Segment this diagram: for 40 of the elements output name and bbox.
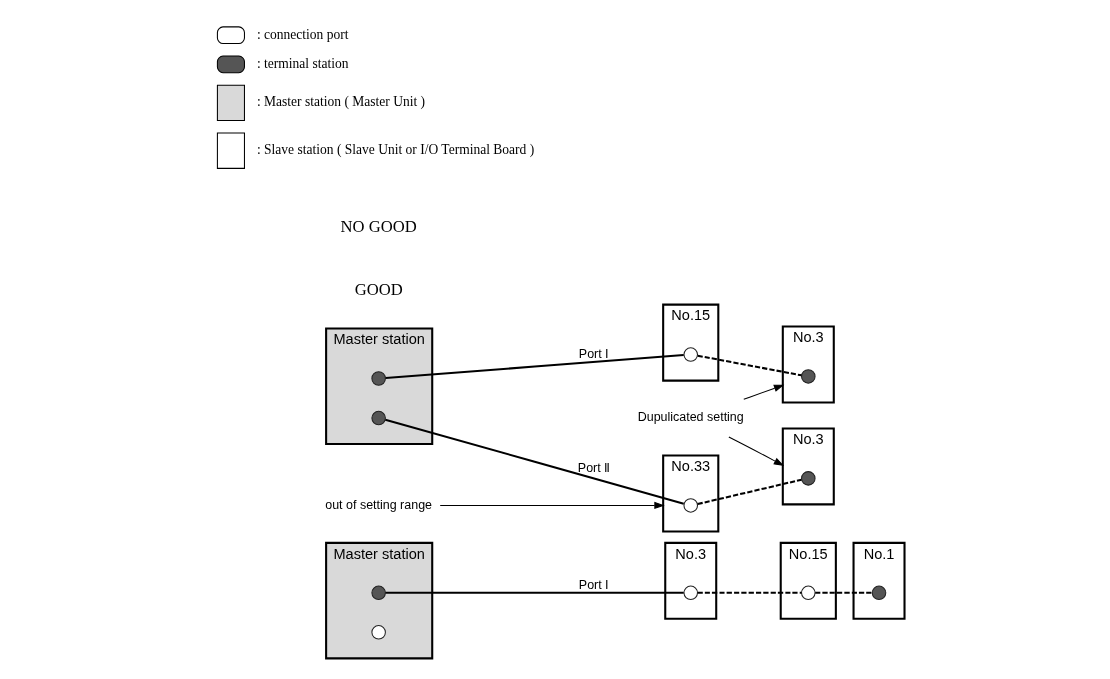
node-dot <box>370 371 386 386</box>
cluster: No.3 <box>781 325 835 404</box>
edge-label: Port Ⅰ <box>578 578 609 593</box>
node-circle <box>682 498 698 513</box>
arrow <box>742 384 784 400</box>
label: NO GOOD <box>340 216 417 236</box>
node-text: Dupulicated setting <box>637 410 744 425</box>
legend-label: : Slave station ( Slave Unit or I/O Terminal Board ) <box>256 142 534 158</box>
connector <box>814 591 872 594</box>
connector <box>385 591 684 594</box>
node-circle <box>682 347 698 362</box>
connector <box>385 354 684 380</box>
cluster: No.1 <box>852 541 906 620</box>
edge-label: Port Ⅱ <box>577 460 610 475</box>
cluster: No.15 <box>779 541 837 620</box>
label: GOOD <box>354 280 403 300</box>
node-circle <box>370 625 386 640</box>
legend-label: : terminal station <box>256 55 349 71</box>
connector <box>384 418 684 505</box>
node-dot <box>370 410 386 426</box>
node-circle <box>800 585 816 601</box>
cluster: Master station <box>324 541 433 660</box>
legend-label: : connection port <box>256 26 349 42</box>
node-dot <box>800 369 816 384</box>
connector <box>696 478 802 506</box>
node-dot <box>370 585 386 601</box>
cluster: No.3 <box>781 427 835 506</box>
edge-label: Port Ⅰ <box>578 347 609 362</box>
cluster: Master station <box>324 327 433 446</box>
arrow <box>727 436 784 466</box>
node-dot <box>871 585 886 601</box>
cluster: No.15 <box>661 303 719 382</box>
node-circle <box>682 585 698 601</box>
cluster: No.3 <box>663 541 717 620</box>
node-text: out of setting range <box>324 497 432 512</box>
arrow <box>439 501 665 510</box>
connector <box>697 591 801 594</box>
node-dot <box>800 471 816 486</box>
legend-label: : Master station ( Master Unit ) <box>256 94 425 110</box>
cluster: No.33 <box>661 454 719 533</box>
